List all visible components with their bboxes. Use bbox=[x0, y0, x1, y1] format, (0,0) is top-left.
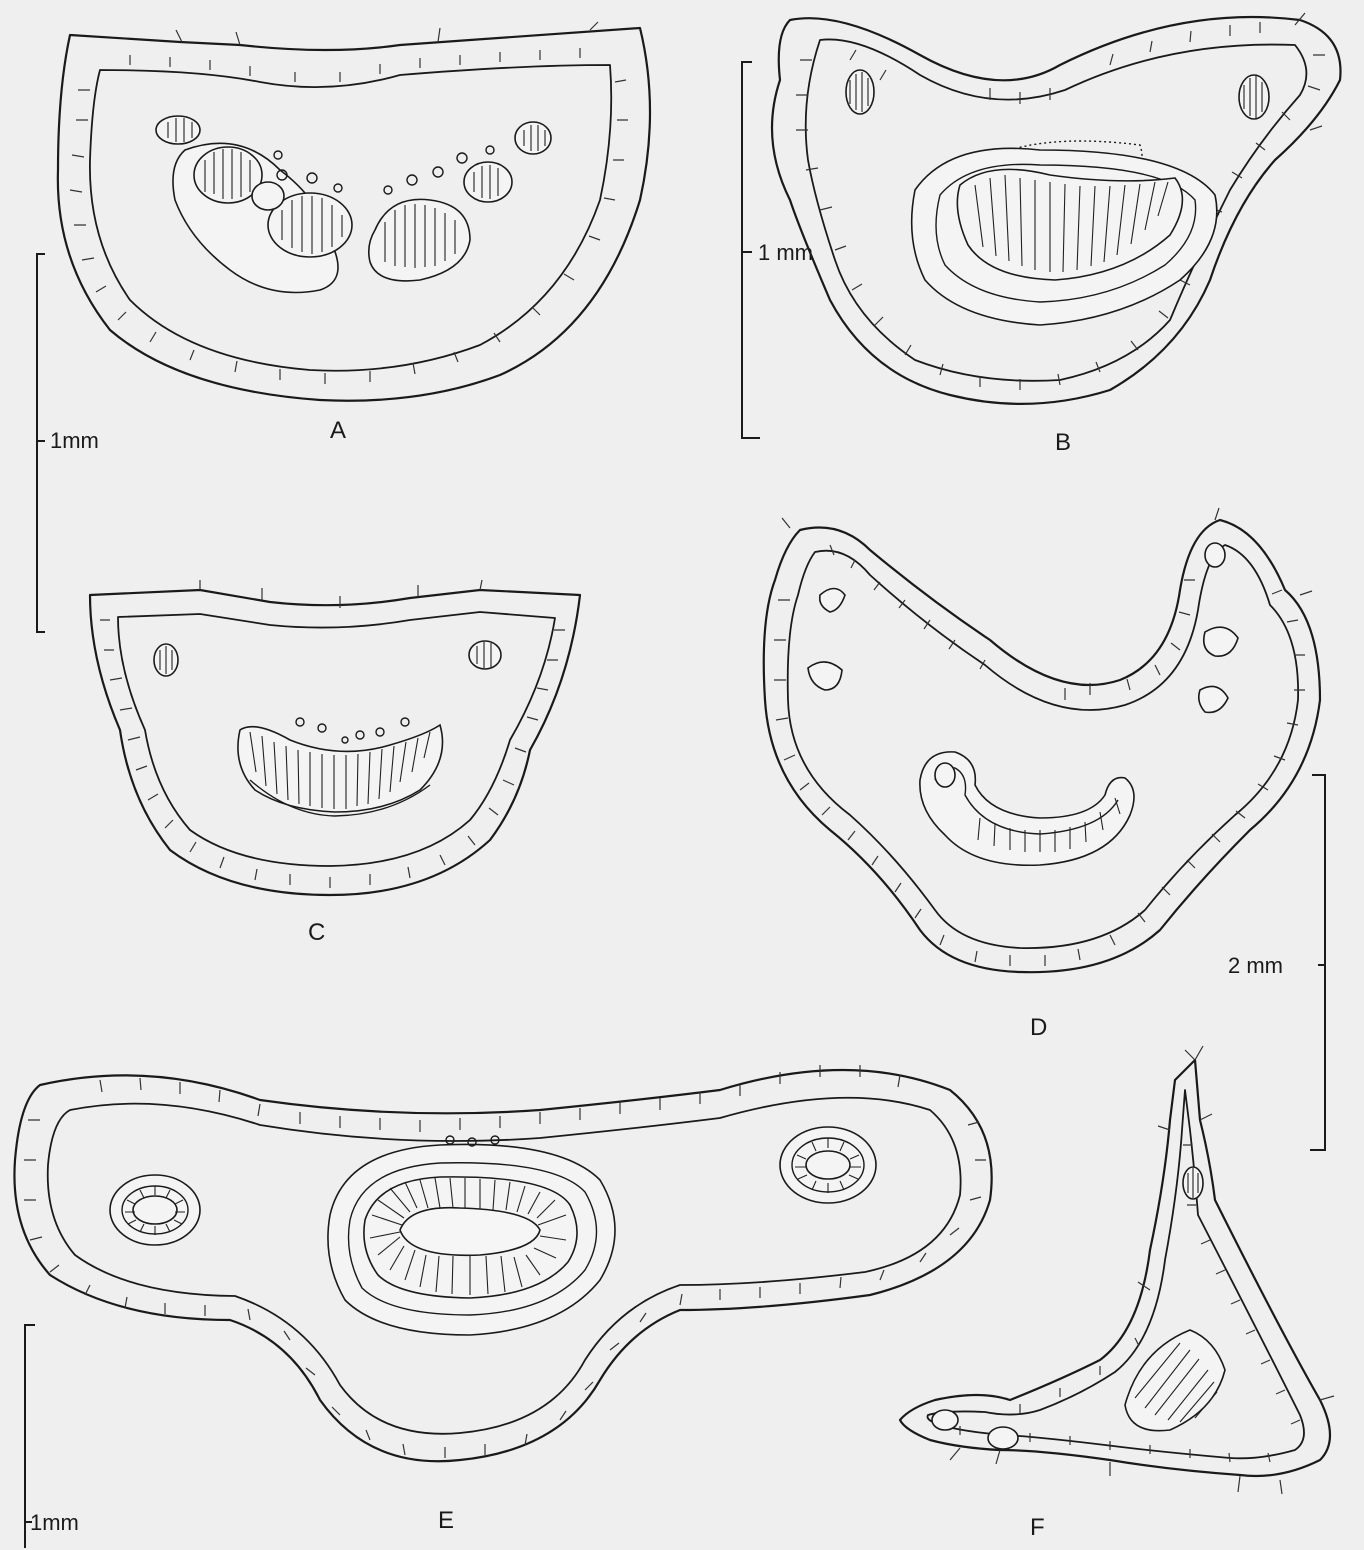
panel-f-section bbox=[900, 1046, 1334, 1494]
scale-bar-b: 1 mm bbox=[742, 62, 813, 438]
scale-bar-d-label: 2 mm bbox=[1228, 953, 1283, 978]
panel-e-section bbox=[14, 1065, 991, 1461]
panel-d-section bbox=[764, 508, 1320, 972]
scale-bar-d: 2 mm bbox=[1228, 775, 1325, 1150]
panel-label-c: C bbox=[308, 919, 325, 946]
scale-bar-a: 1mm bbox=[37, 254, 99, 632]
panel-label-e: E bbox=[438, 1507, 454, 1534]
panel-d-hatching bbox=[774, 545, 1305, 966]
panel-a-section bbox=[58, 22, 650, 401]
scale-bar-b-label: 1 mm bbox=[758, 240, 813, 265]
panel-a-vascular-bundles bbox=[156, 116, 551, 293]
panel-e-vascular-bundles bbox=[110, 1127, 876, 1335]
panel-label-f: F bbox=[1030, 1514, 1045, 1541]
panel-b-vascular-bundles bbox=[846, 70, 1269, 325]
panel-label-a: A bbox=[330, 417, 346, 444]
panel-label-b: B bbox=[1055, 429, 1071, 456]
panel-d-vascular-bundles bbox=[808, 543, 1238, 865]
panel-b-section bbox=[772, 13, 1341, 404]
panel-c-vascular-bundles bbox=[154, 641, 501, 816]
panel-c-section bbox=[90, 580, 580, 895]
scale-bar-a-label: 1mm bbox=[50, 428, 99, 453]
scale-bar-e: 1mm bbox=[25, 1325, 79, 1548]
panel-label-d: D bbox=[1030, 1014, 1047, 1041]
scale-bar-e-label: 1mm bbox=[30, 1510, 79, 1535]
panel-f-vascular-bundles bbox=[932, 1167, 1225, 1449]
